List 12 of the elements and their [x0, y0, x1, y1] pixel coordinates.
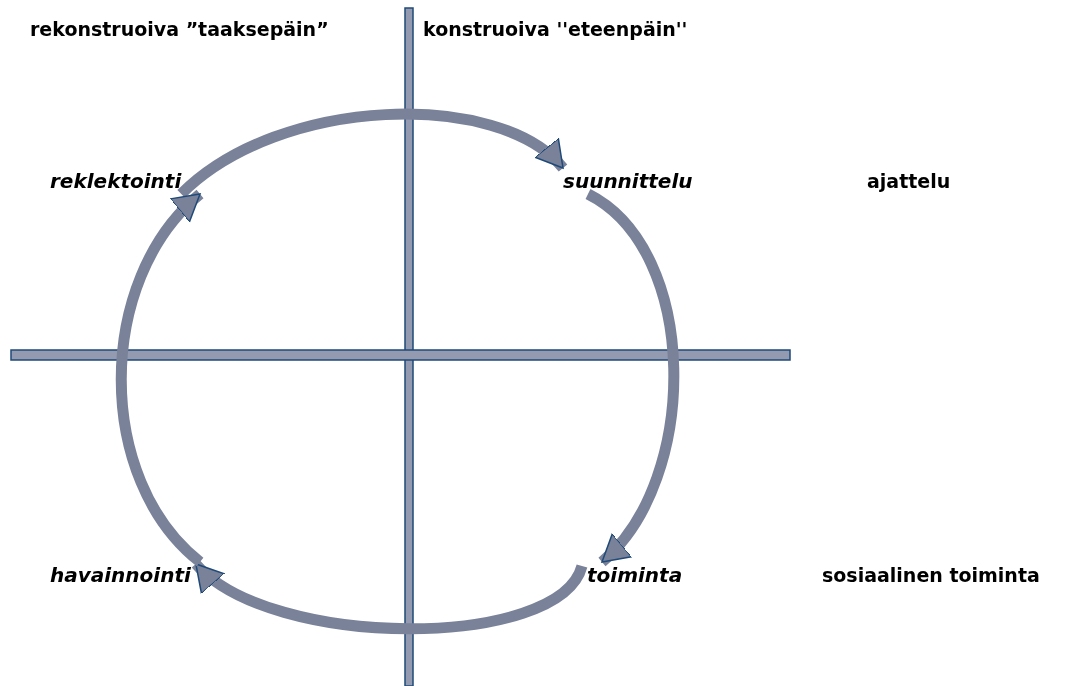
curved-arrow	[177, 109, 567, 199]
curved-arrow	[584, 189, 680, 566]
quadrant-heading: konstruoiva ''eteenpäin''	[423, 17, 688, 42]
stage-label: havainnointi	[50, 562, 191, 588]
axis-label: ajattelu	[867, 169, 951, 194]
stage-label: suunnittelu	[563, 168, 693, 194]
axis-label: sosiaalinen toiminta	[822, 563, 1040, 588]
curved-arrow	[192, 559, 587, 635]
stage-label: reklektointi	[50, 168, 182, 194]
quadrant-heading: rekonstruoiva ”taaksepäin”	[30, 17, 329, 42]
stage-label: toiminta	[587, 562, 683, 588]
curved-arrow	[115, 190, 204, 566]
